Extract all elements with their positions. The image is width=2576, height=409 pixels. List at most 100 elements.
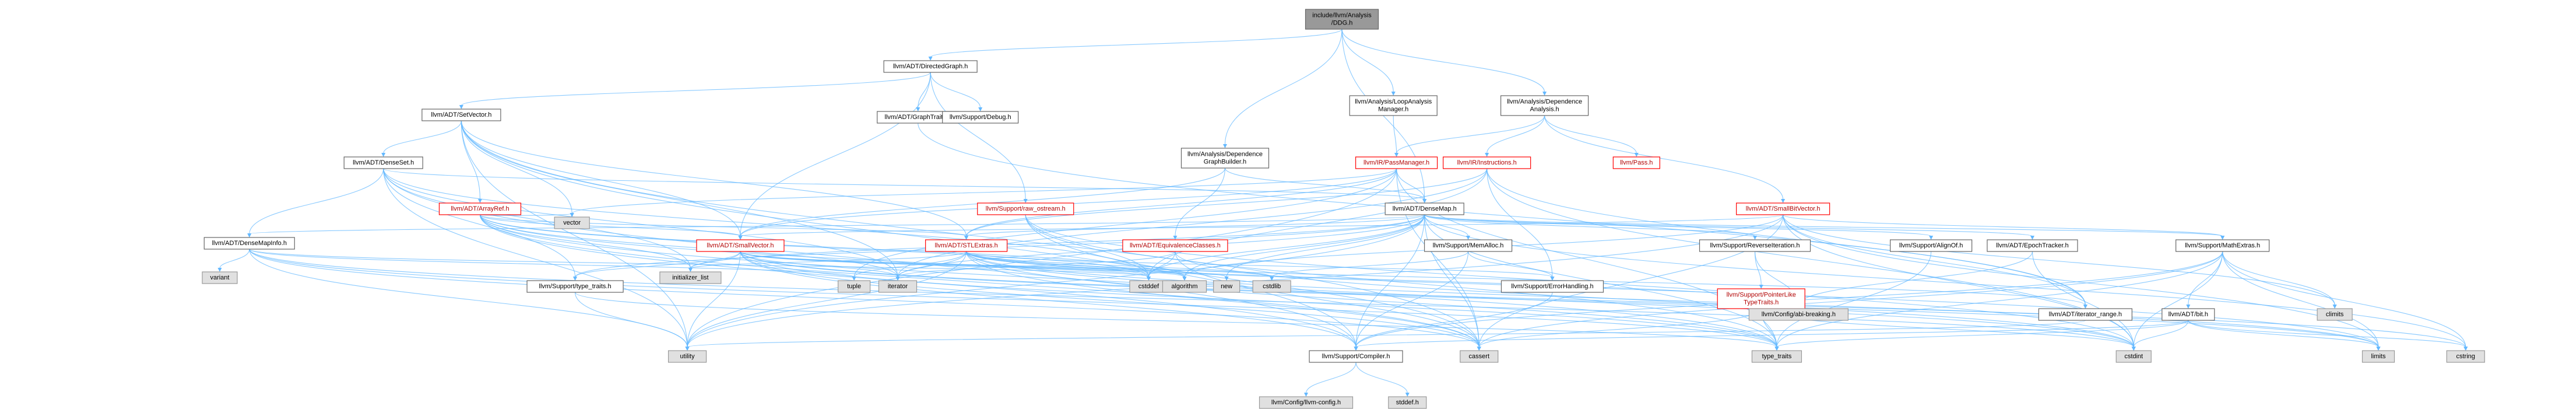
edge-arrayref-to-smallvector (479, 214, 741, 237)
edge-arrayref-to-algorithm (479, 214, 1185, 278)
node-label: llvm/Analysis/Dependence (1507, 99, 1582, 106)
edge-arrowhead-mathextras-to-climits (2332, 305, 2337, 309)
edge-smallbitvector-to-mathextras (1783, 214, 2223, 237)
node-box (1424, 239, 1513, 252)
node-label: tuple (847, 283, 861, 290)
node-smallbitvector[interactable]: llvm/ADT/SmallBitVector.h (1736, 202, 1830, 215)
edge-arrowhead-smallbitvector-to-smallvector (738, 236, 743, 240)
edge-mathextras-to-cstdint (2133, 251, 2223, 348)
node-reverse-iteration[interactable]: llvm/Support/ReverseIteration.h (1699, 239, 1811, 252)
edge-arrayref-to-limits (479, 214, 2379, 348)
node-label: Analysis.h (1530, 106, 1559, 113)
edge-arrowhead-densemapinfo-to-variant (217, 268, 222, 272)
edge-instructions-to-iterator_range (1486, 168, 2086, 306)
edge-root-to-directed_graph (930, 29, 1343, 58)
node-stddef: stddef.h (1388, 396, 1427, 409)
node-root[interactable]: include/llvm/Analysis/DDG.h (1305, 9, 1379, 30)
node-iterator-range[interactable]: llvm/ADT/iterator_range.h (2038, 308, 2132, 321)
node-raw-ostream[interactable]: llvm/Support/raw_ostream.h (977, 202, 1074, 215)
node-alignof[interactable]: llvm/Support/AlignOf.h (1890, 239, 1973, 252)
node-cstdint: cstdint (2115, 350, 2152, 363)
node-box (838, 280, 871, 293)
node-limits: limits (2361, 350, 2395, 363)
node-box (1180, 148, 1270, 169)
edge-denseset-to-utility (383, 168, 688, 348)
node-box (1500, 95, 1589, 116)
node-box (1252, 280, 1291, 293)
edge-arrowhead-directed_graph-to-setvector (459, 105, 463, 109)
edge-arrowhead-dependence_analysis-to-pass_manager (1394, 153, 1399, 157)
edge-arrowhead-densemap-to-stlextras (964, 236, 969, 240)
node-initializer-list: initializer_list (659, 271, 722, 284)
node-pass[interactable]: llvm/Pass.h (1612, 156, 1660, 169)
node-label: llvm/ADT/DenseSet.h (353, 159, 414, 166)
node-cstddef: cstddef (1129, 280, 1168, 293)
node-arrayref[interactable]: llvm/ADT/ArrayRef.h (438, 202, 522, 215)
edge-stlextras-to-iterator_range (966, 251, 2086, 306)
edge-root-to-dep_graph_builder (1224, 29, 1343, 145)
edge-raw_ostream-to-type_traits (1025, 214, 1777, 348)
node-directed-graph[interactable]: llvm/ADT/DirectedGraph.h (883, 60, 978, 73)
edge-arrayref-to-cassert (479, 214, 1479, 348)
node-bit[interactable]: llvm/ADT/bit.h (2162, 308, 2215, 321)
node-instructions[interactable]: llvm/IR/Instructions.h (1443, 156, 1531, 169)
node-mathextras[interactable]: llvm/Support/MathExtras.h (2176, 239, 2270, 252)
edge-denseset-to-densemap (383, 168, 1425, 200)
node-pass-manager[interactable]: llvm/IR/PassManager.h (1355, 156, 1438, 169)
edge-arrowhead-densemap-to-alignof (1929, 236, 1934, 240)
node-stlextras[interactable]: llvm/ADT/STLExtras.h (925, 239, 1008, 252)
node-label: llvm/ADT/DirectedGraph.h (893, 63, 968, 70)
node-label: llvm/Support/Compiler.h (1322, 353, 1390, 360)
edge-directed_graph-to-setvector (461, 72, 931, 106)
node-equivalence-classes[interactable]: llvm/ADT/EquivalenceClasses.h (1122, 239, 1228, 252)
edge-equivalence_classes-to-iterator (897, 251, 1176, 278)
node-label: llvm/ADT/SmallVector.h (707, 242, 774, 249)
node-setvector[interactable]: llvm/ADT/SetVector.h (421, 109, 501, 121)
node-label: llvm/Support/ReverseIteration.h (1710, 242, 1800, 249)
node-label: stddef.h (1396, 399, 1419, 406)
node-memalloc[interactable]: llvm/Support/MemAlloc.h (1424, 239, 1513, 252)
node-label: llvm/ADT/SetVector.h (431, 111, 491, 118)
edge-arrowhead-setvector-to-denseset (381, 153, 386, 157)
node-box (1388, 396, 1427, 409)
edge-denseset-to-iterator (383, 168, 898, 278)
edge-arrayref-to-cstddef (479, 214, 1150, 278)
node-box (1122, 239, 1228, 252)
node-label: llvm/Support/MathExtras.h (2185, 242, 2260, 249)
node-cstring: cstring (2446, 350, 2485, 363)
edge-setvector-to-stlextras (461, 120, 967, 237)
node-type-traits-h[interactable]: llvm/Support/type_traits.h (526, 280, 624, 293)
edge-arrowhead-mathextras-to-bit (2186, 305, 2191, 309)
node-error-handling[interactable]: llvm/Support/ErrorHandling.h (1500, 280, 1604, 293)
node-graph-traits[interactable]: llvm/ADT/GraphTraits.h (877, 111, 960, 124)
node-box (942, 111, 1019, 124)
node-cassert: cassert (1460, 350, 1499, 363)
edge-arrowhead-densemap-to-reverse_iteration (1753, 236, 1758, 240)
node-densemap[interactable]: llvm/ADT/DenseMap.h (1384, 202, 1464, 215)
node-densemapinfo[interactable]: llvm/ADT/DenseMapInfo.h (203, 237, 295, 250)
edge-pass_manager-to-densemap (1396, 168, 1425, 200)
edge-smallvector-to-type_traits (740, 251, 1777, 348)
edge-arrowhead-setvector-to-arrayref (477, 199, 482, 203)
node-smallvector[interactable]: llvm/ADT/SmallVector.h (696, 239, 785, 252)
node-box (2317, 308, 2353, 321)
node-denseset[interactable]: llvm/ADT/DenseSet.h (343, 156, 423, 169)
edge-arrowhead-denseset-to-densemap (1422, 199, 1427, 203)
edge-stlextras-to-algorithm (966, 251, 1185, 278)
node-label: climits (2326, 311, 2344, 318)
node-epoch-tracker[interactable]: llvm/ADT/EpochTracker.h (1987, 239, 2078, 252)
edge-arrowhead-directed_graph-to-support_debug (978, 107, 983, 111)
node-support-debug[interactable]: llvm/Support/Debug.h (942, 111, 1019, 124)
edge-dependence_analysis-to-instructions (1486, 115, 1545, 154)
node-compiler[interactable]: llvm/Support/Compiler.h (1309, 350, 1403, 363)
edge-arrowhead-dependence_analysis-to-pass (1634, 153, 1639, 157)
edge-error_handling-to-compiler (1355, 292, 1553, 348)
node-label: new (1221, 283, 1232, 290)
node-label: llvm/ADT/iterator_range.h (2049, 311, 2122, 318)
edge-arrowhead-memalloc-to-cstdlib (1270, 277, 1274, 281)
node-new: new (1213, 280, 1240, 293)
